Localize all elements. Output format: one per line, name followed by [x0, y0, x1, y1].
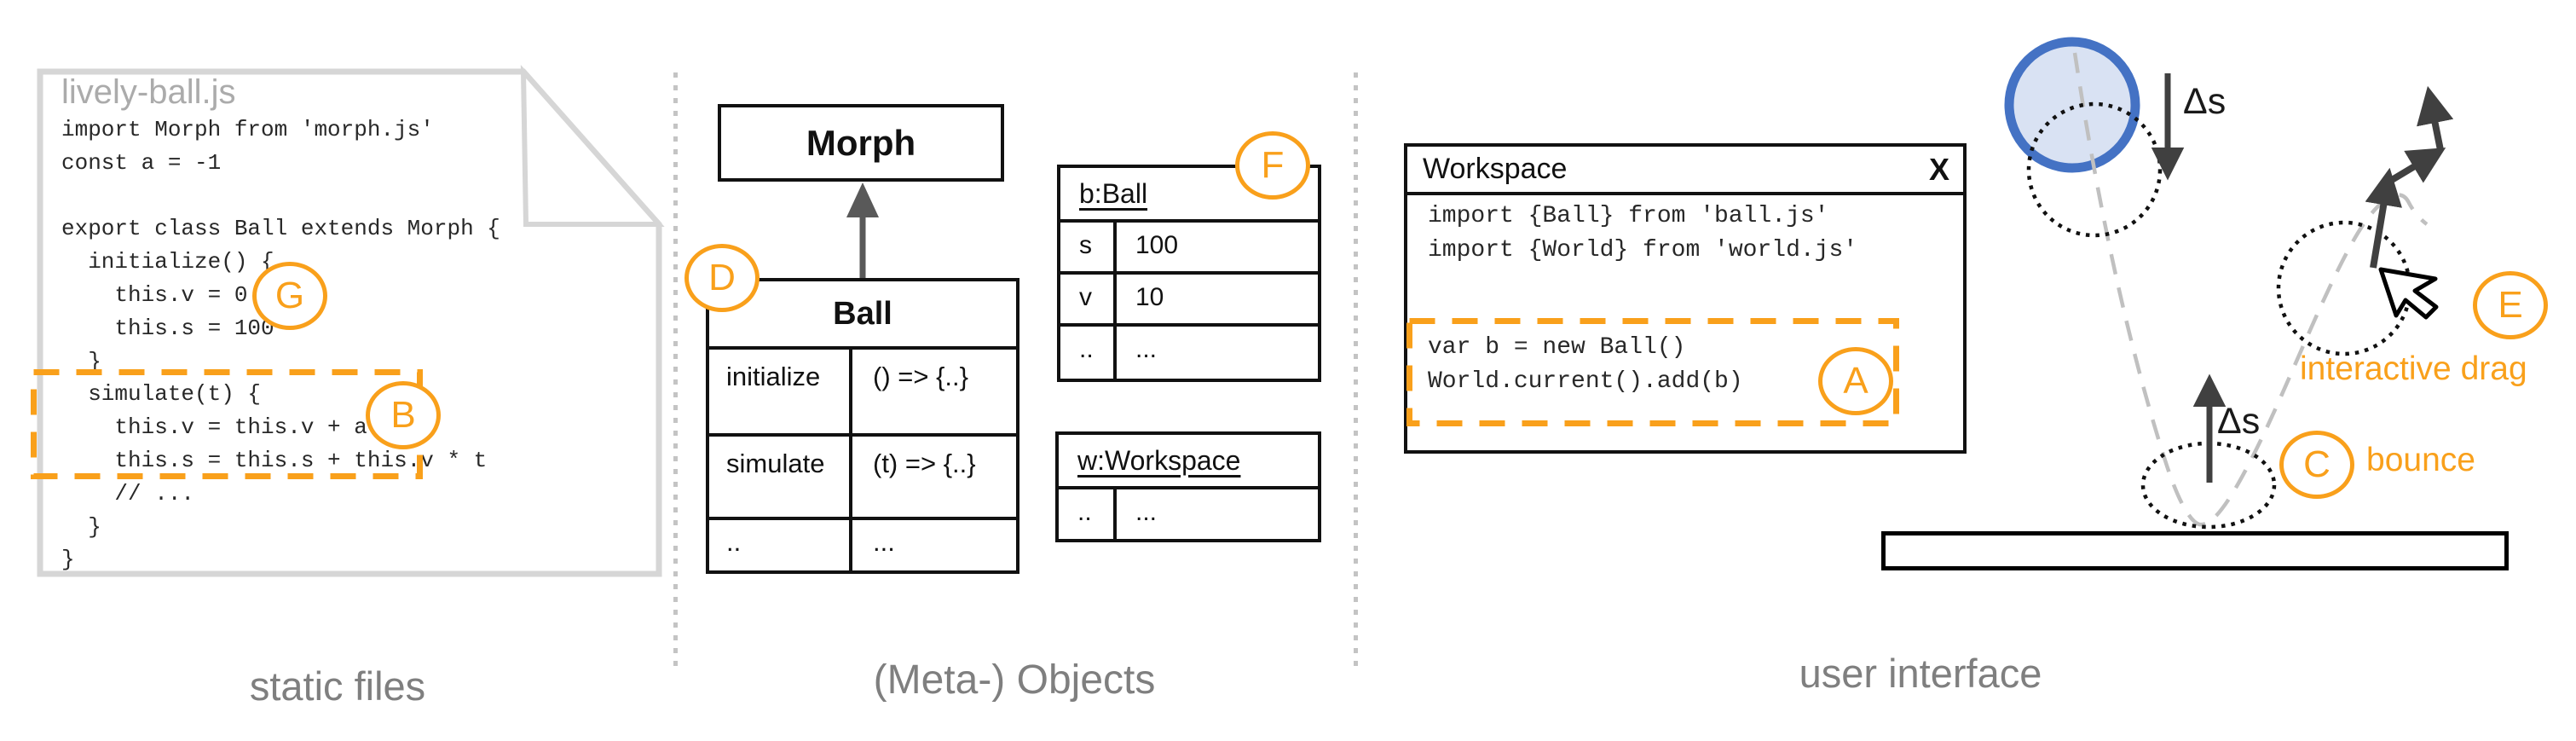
method-name: ..	[709, 520, 852, 570]
ball-illustration	[1881, 37, 2509, 570]
slot-name: s	[1060, 223, 1117, 271]
marker-b: B	[366, 381, 441, 449]
marker-g: G	[252, 262, 327, 330]
workspace-imports-code[interactable]: import {Ball} from 'ball.js' import {Wor…	[1428, 203, 1858, 263]
workspace-titlebar[interactable]: Workspace X	[1407, 147, 1963, 195]
delta-s-label-bottom: Δs	[2217, 401, 2261, 442]
dashed-highlight-a	[1406, 318, 1899, 426]
slot-value: 10	[1135, 283, 1164, 311]
delta-s-label-top: Δs	[2183, 81, 2227, 122]
object-table-b-ball: b:Ball s 100 v 10 .. ...	[1057, 165, 1321, 382]
interactive-drag-label: interactive drag	[2300, 350, 2527, 387]
workspace-snippet-code[interactable]: var b = new Ball() World.current().add(b…	[1428, 334, 1743, 395]
drag-path-arrows	[2365, 85, 2454, 269]
dashed-highlight-b	[31, 369, 423, 479]
ball-class-box: Ball initialize () => {..} simulate (t) …	[706, 278, 1019, 574]
method-name: simulate	[709, 437, 852, 517]
morph-class-box: Morph	[718, 104, 1004, 182]
table-row: v 10	[1060, 275, 1318, 327]
slot-value: ...	[1135, 335, 1158, 363]
workspace-window: Workspace X import {Ball} from 'ball.js'…	[1404, 143, 1967, 454]
ball-class-title: Ball	[709, 281, 1016, 350]
slot-name: ..	[1060, 327, 1117, 379]
marker-e: E	[2473, 271, 2548, 339]
bounce-label: bounce	[2366, 442, 2475, 478]
marker-a: A	[1818, 347, 1893, 415]
table-row: initialize () => {..}	[709, 350, 1016, 437]
morph-title: Morph	[806, 122, 916, 163]
table-row: s 100	[1060, 223, 1318, 275]
object-table-w-workspace: w:Workspace .. ...	[1055, 431, 1321, 542]
method-value: () => {..}	[873, 362, 969, 391]
method-name: initialize	[709, 350, 852, 433]
slot-value: 100	[1135, 231, 1179, 259]
section-divider-right	[1354, 72, 1358, 674]
blue-ball[interactable]	[2004, 37, 2140, 173]
table-row: .. ...	[1060, 327, 1318, 379]
section-divider-left	[673, 72, 678, 674]
caption-user-interface: user interface	[1799, 651, 2042, 696]
slot-value: ...	[1135, 498, 1158, 526]
marker-c: C	[2279, 431, 2354, 499]
file-shape	[37, 64, 665, 577]
slot-name: ..	[1059, 489, 1117, 539]
marker-f: F	[1235, 131, 1310, 200]
workspace-title: Workspace	[1423, 153, 1568, 185]
trajectory-path	[2072, 52, 2429, 527]
table-row: simulate (t) => {..}	[709, 437, 1016, 520]
cursor-icon	[2378, 267, 2439, 320]
file-code: import Morph from 'morph.js' const a = -…	[61, 117, 500, 573]
close-button[interactable]: X	[1928, 152, 1949, 187]
folded-corner-icon	[520, 64, 665, 227]
ground-rect	[1881, 531, 2509, 570]
object-title: b:Ball	[1060, 168, 1318, 223]
method-value: (t) => {..}	[873, 449, 976, 478]
object-title: w:Workspace	[1059, 435, 1318, 489]
caption-meta-objects: (Meta-) Objects	[873, 657, 1156, 703]
caption-static-files: static files	[249, 663, 426, 709]
slot-name: v	[1060, 275, 1117, 323]
marker-d: D	[684, 244, 760, 312]
inheritance-arrow-icon	[846, 182, 879, 280]
table-row: .. ...	[709, 520, 1016, 570]
file-name: lively-ball.js	[61, 73, 236, 111]
method-value: ...	[873, 527, 895, 557]
table-row: .. ...	[1059, 489, 1318, 539]
